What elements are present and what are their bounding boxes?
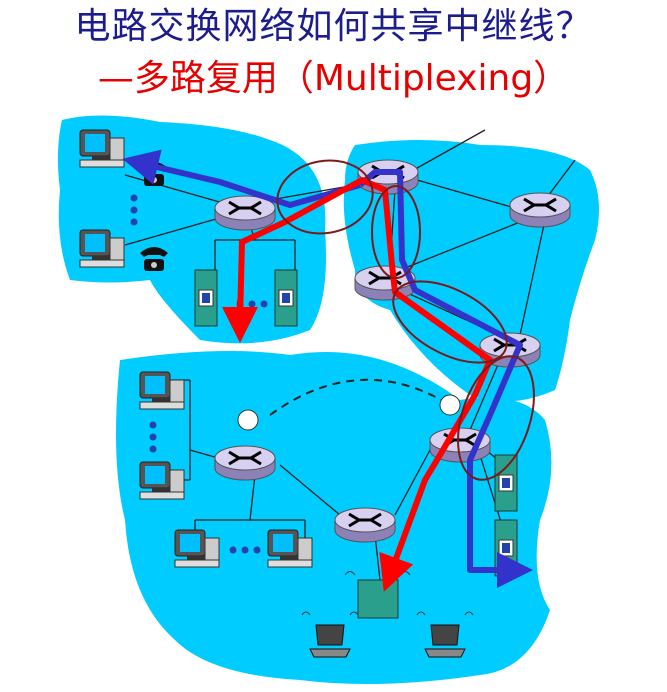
satellite-dish-icon [237,409,259,431]
router-upper-left [213,194,277,232]
router-lower-left [213,444,277,482]
satellite-dish-icon [439,394,461,416]
blue-circuit-path [358,169,533,588]
wireless-base-station-icon [357,579,399,619]
server-icon [274,269,298,327]
multiplexing-highlight-ellipses [276,159,535,481]
router-upper-right [508,191,572,229]
router-lower-middle [333,506,397,544]
page-title: 电路交换网络如何共享中继线？ [74,6,593,47]
server-icon [494,454,518,512]
blue-circuit-path-start [122,149,361,208]
page-subtitle: —多路复用（Multiplexing） [97,58,570,99]
server-icon [194,269,218,327]
